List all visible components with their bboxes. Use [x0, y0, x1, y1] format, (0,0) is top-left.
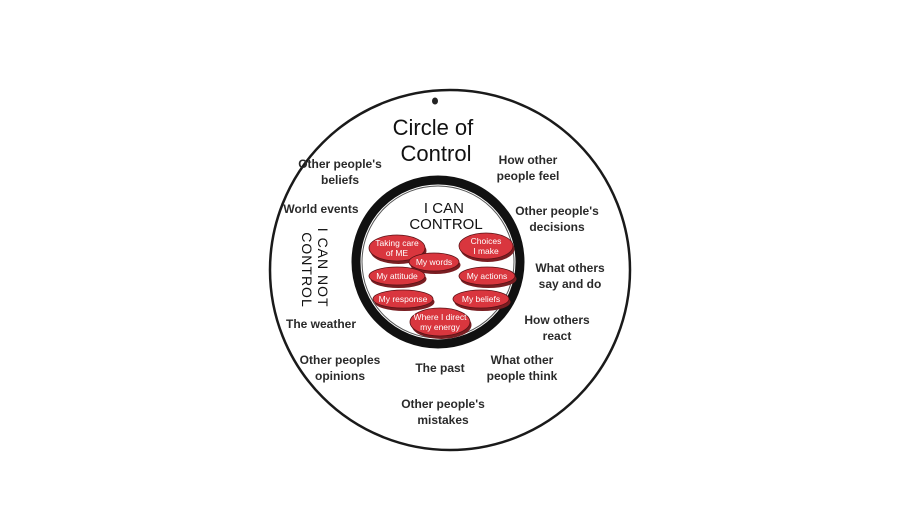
inner-title-line-2: CONTROL — [409, 216, 482, 233]
hanging-hole — [432, 97, 438, 105]
can-control-item: My response — [372, 289, 435, 311]
cannot-control-line-2: CONTROL — [299, 232, 315, 307]
pill-label: My words — [416, 257, 452, 267]
can-control-item: My beliefs — [452, 289, 511, 311]
pill-label: My attitude — [376, 271, 418, 281]
pill-shape — [452, 289, 510, 309]
inner-title-line-1: I CAN — [424, 200, 464, 217]
diagram-title-line-2: Control — [401, 141, 472, 166]
diagram-title: Circle of Control — [393, 115, 480, 166]
inner-title: I CAN CONTROL — [409, 200, 482, 233]
pill-shape — [368, 234, 426, 262]
pill-label: My actions — [467, 271, 508, 281]
cannot-control-line-1: I CAN NOT — [315, 228, 331, 308]
diagram-title-line-1: Circle of — [393, 115, 475, 140]
cannot-control-item: World events — [283, 202, 358, 216]
pill-label: My beliefs — [462, 294, 500, 304]
pill-shape — [408, 252, 460, 272]
pill-shape — [372, 289, 434, 309]
pill-label: My response — [379, 294, 428, 304]
cannot-control-label: I CAN NOT CONTROL — [299, 228, 331, 312]
pill-shape — [458, 232, 514, 260]
cannot-control-item: The weather — [286, 317, 356, 331]
can-control-item: My actions — [458, 266, 517, 288]
pill-shape — [409, 307, 471, 337]
cannot-control-item: The past — [415, 361, 464, 375]
pill-shape — [368, 266, 426, 286]
can-control-item: My attitude — [368, 266, 427, 288]
can-control-item: My words — [408, 252, 461, 274]
pill-shape — [458, 266, 516, 286]
